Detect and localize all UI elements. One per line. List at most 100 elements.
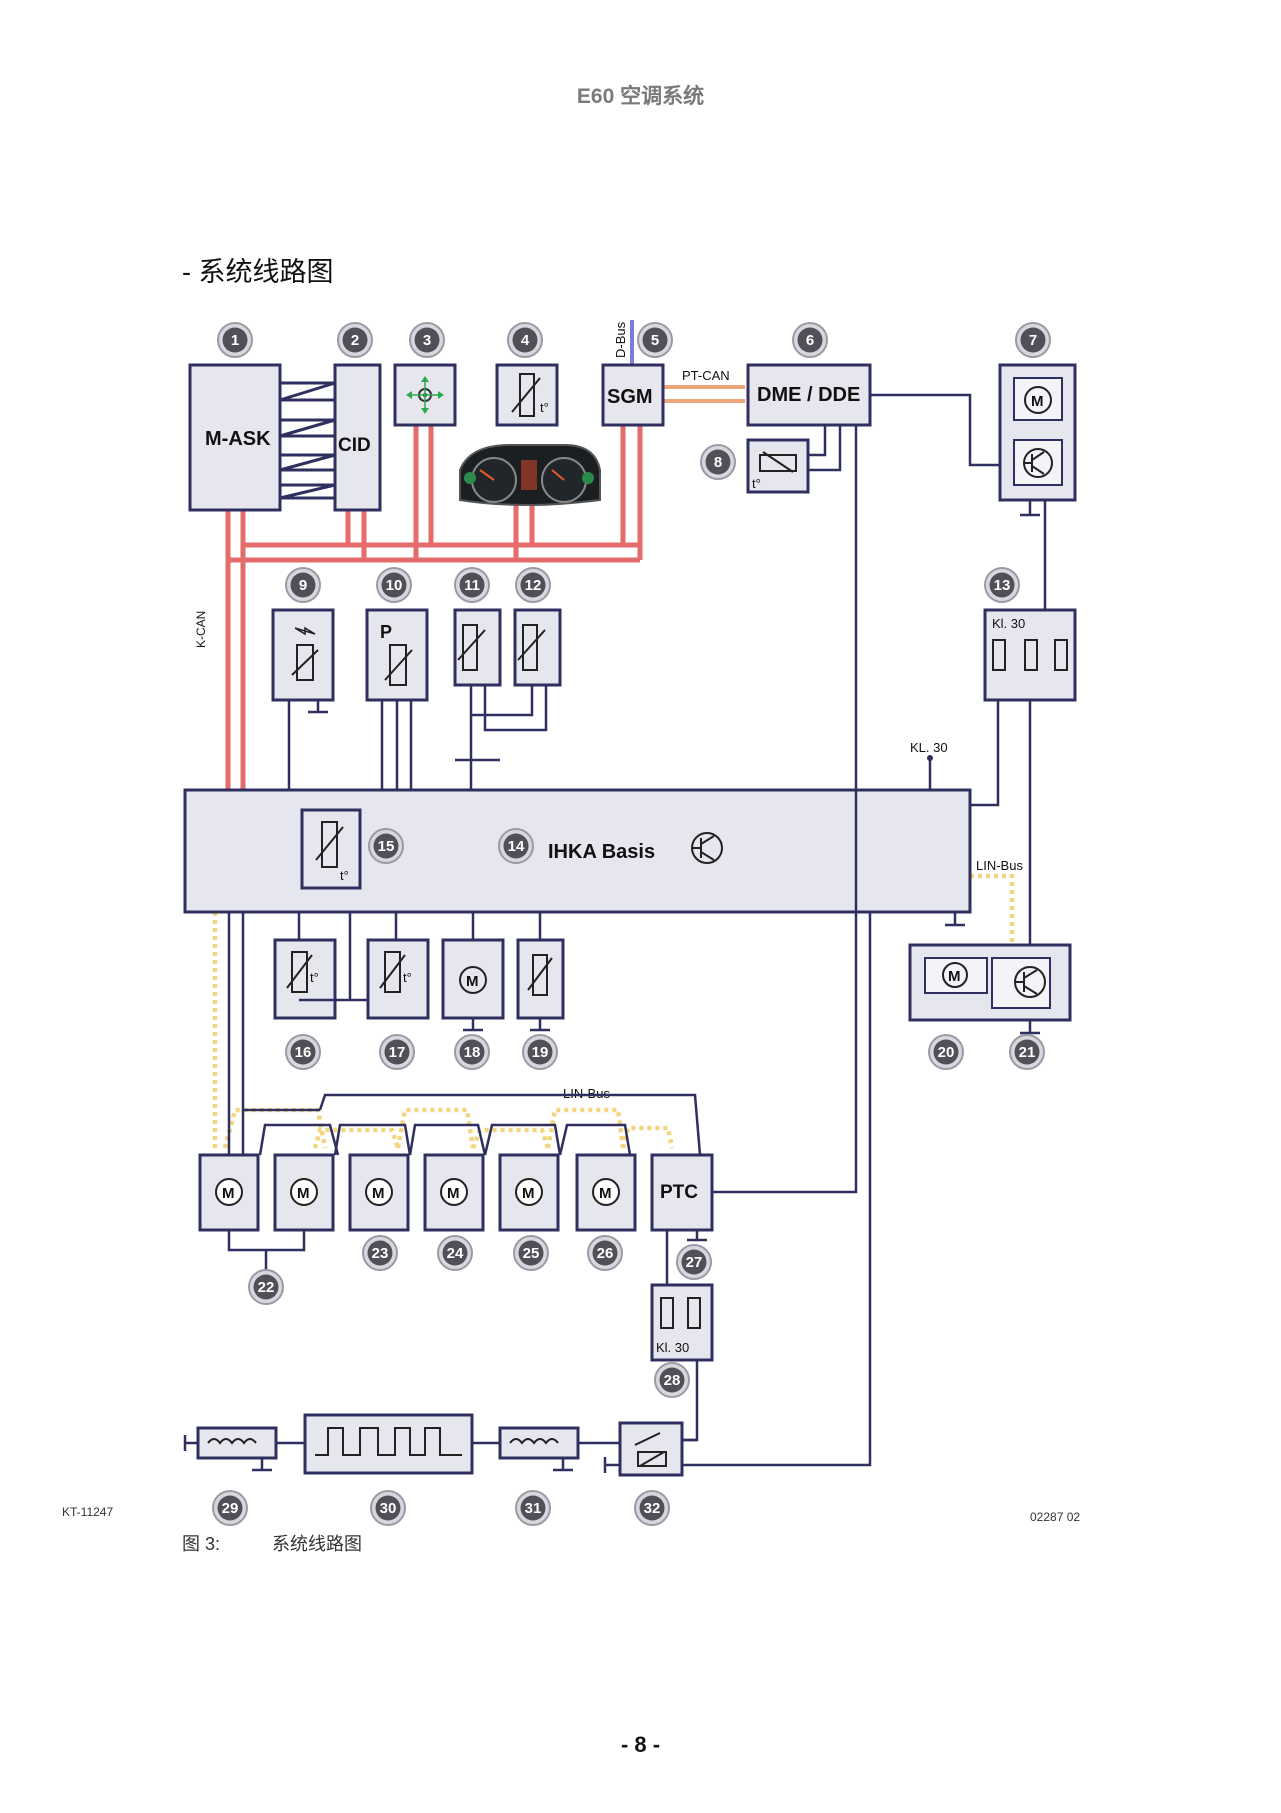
motor-icon <box>592 1178 620 1206</box>
badge-number: 27 <box>686 1254 703 1271</box>
pt-can-bus-lines <box>660 385 745 403</box>
badge-number: 20 <box>938 1044 955 1061</box>
motor-23-label: M <box>372 1185 385 1202</box>
sensor-8-temp-label: t° <box>752 476 761 491</box>
figure-caption-text: 系统线路图 <box>272 1534 363 1554</box>
motor-icon <box>365 1178 393 1206</box>
page-number: - 8 - <box>620 1732 661 1757</box>
badge-number: 1 <box>231 332 239 349</box>
transistor-icon <box>1023 448 1053 478</box>
motor-icon <box>459 966 487 994</box>
badge-number: 18 <box>464 1044 481 1061</box>
wire-6-8b <box>808 425 827 457</box>
figure-caption: 图 3: 系统线路图 <box>182 1530 362 1556</box>
temperature-sensor-icon <box>457 624 486 671</box>
transistor-box-7 <box>1013 439 1063 486</box>
wire-11-12 <box>469 685 534 717</box>
resistor-icon <box>527 954 553 996</box>
sensor-module-19 <box>516 938 565 1020</box>
component-number-badge-12: 12 <box>515 567 551 603</box>
relay-icon <box>634 1432 667 1467</box>
component-number-badge-2: 2 <box>337 322 373 358</box>
badge-number: 29 <box>222 1500 239 1517</box>
badge-number: 22 <box>258 1279 275 1296</box>
component-number-badge-3: 3 <box>409 322 445 358</box>
badge-number: 8 <box>714 454 722 471</box>
component-number-badge-1: 1 <box>217 322 253 358</box>
sensor-15-temp-label: t° <box>340 868 349 883</box>
component-number-badge-32: 32 <box>634 1490 670 1526</box>
m-ask-cid-link <box>279 381 336 500</box>
lin-bus-right-label: LIN-Bus <box>976 858 1023 873</box>
component-31 <box>498 1426 580 1460</box>
valve-icon <box>291 626 319 681</box>
cid-label: CID <box>338 435 371 456</box>
motor-22b-label: M <box>297 1185 310 1202</box>
d-bus-label: D-Bus <box>613 321 628 358</box>
component-number-badge-4: 4 <box>507 322 543 358</box>
pt-can-label: PT-CAN <box>682 368 730 383</box>
component-30 <box>303 1413 474 1475</box>
dme-dde-module <box>746 363 872 427</box>
motor-25-label: M <box>522 1185 535 1202</box>
temperature-sensor-icon <box>517 624 546 671</box>
fuse-icon <box>1054 639 1068 671</box>
badge-number: 15 <box>378 838 395 855</box>
component-number-badge-9: 9 <box>285 567 321 603</box>
motor-18-label: M <box>466 973 479 990</box>
badge-number: 13 <box>994 577 1011 594</box>
actuator-motor-icons <box>215 1178 620 1206</box>
instrument-cluster-image <box>459 444 601 507</box>
badge-number: 23 <box>372 1245 389 1262</box>
temperature-sensor-icon <box>759 451 797 473</box>
component-number-badge-29: 29 <box>212 1490 248 1526</box>
component-number-badge-16: 16 <box>285 1034 321 1070</box>
motor-20-label: M <box>948 968 961 985</box>
wire-6-8 <box>808 425 842 472</box>
component-number-badge-21: 21 <box>1009 1034 1045 1070</box>
badge-number: 31 <box>525 1500 542 1517</box>
k-can-label: K-CAN <box>194 610 208 648</box>
page-header-title: E60 空调系统 <box>576 85 705 108</box>
kl30-label-28: Kl. 30 <box>656 1340 689 1355</box>
pressure-module-10 <box>365 608 429 702</box>
coil-icon <box>207 1438 257 1445</box>
temperature-sensor-icon <box>286 951 313 993</box>
component-number-badge-7: 7 <box>1015 322 1051 358</box>
lin-bus-bottom-label: LIN-Bus <box>563 1086 610 1101</box>
temperature-sensor-icon <box>315 821 344 868</box>
ptc-heater-module <box>650 1153 714 1232</box>
badge-number: 26 <box>597 1245 614 1262</box>
badge-number: 9 <box>299 577 307 594</box>
component-number-badge-6: 6 <box>792 322 828 358</box>
badge-number: 28 <box>664 1372 681 1389</box>
pressure-label: P <box>380 622 392 642</box>
pulse-waveform-icon <box>315 1427 462 1456</box>
component-number-badge-15: 15 <box>368 828 404 864</box>
fuse-icon <box>992 639 1006 671</box>
motor-module-18 <box>441 938 505 1020</box>
badge-number: 12 <box>525 577 542 594</box>
component-number-badge-10: 10 <box>376 567 412 603</box>
kl30-pin-dot <box>927 755 933 761</box>
badge-number: 25 <box>523 1245 540 1262</box>
bracket-22 <box>227 1230 306 1252</box>
sensor-module-8 <box>746 438 810 494</box>
component-number-badge-27: 27 <box>676 1244 712 1280</box>
sgm-label: SGM <box>607 386 653 408</box>
figure-label: 图 3: <box>182 1534 221 1554</box>
component-number-badge-30: 30 <box>370 1490 406 1526</box>
motor-22a-label: M <box>222 1185 235 1202</box>
motor-icon <box>215 1178 243 1206</box>
wire-6-7 <box>870 393 1000 467</box>
pressure-sensor-icon <box>384 644 413 686</box>
sensor-16-temp-label: t° <box>310 970 319 985</box>
controller-module <box>393 363 457 427</box>
motor-icon <box>290 1178 318 1206</box>
component-number-badge-19: 19 <box>522 1034 558 1070</box>
component-number-badge-31: 31 <box>515 1490 551 1526</box>
component-number-badge-26: 26 <box>587 1235 623 1271</box>
component-number-badge-22: 22 <box>248 1269 284 1305</box>
badge-number: 11 <box>464 577 480 594</box>
m-ask-label: M-ASK <box>205 428 271 450</box>
